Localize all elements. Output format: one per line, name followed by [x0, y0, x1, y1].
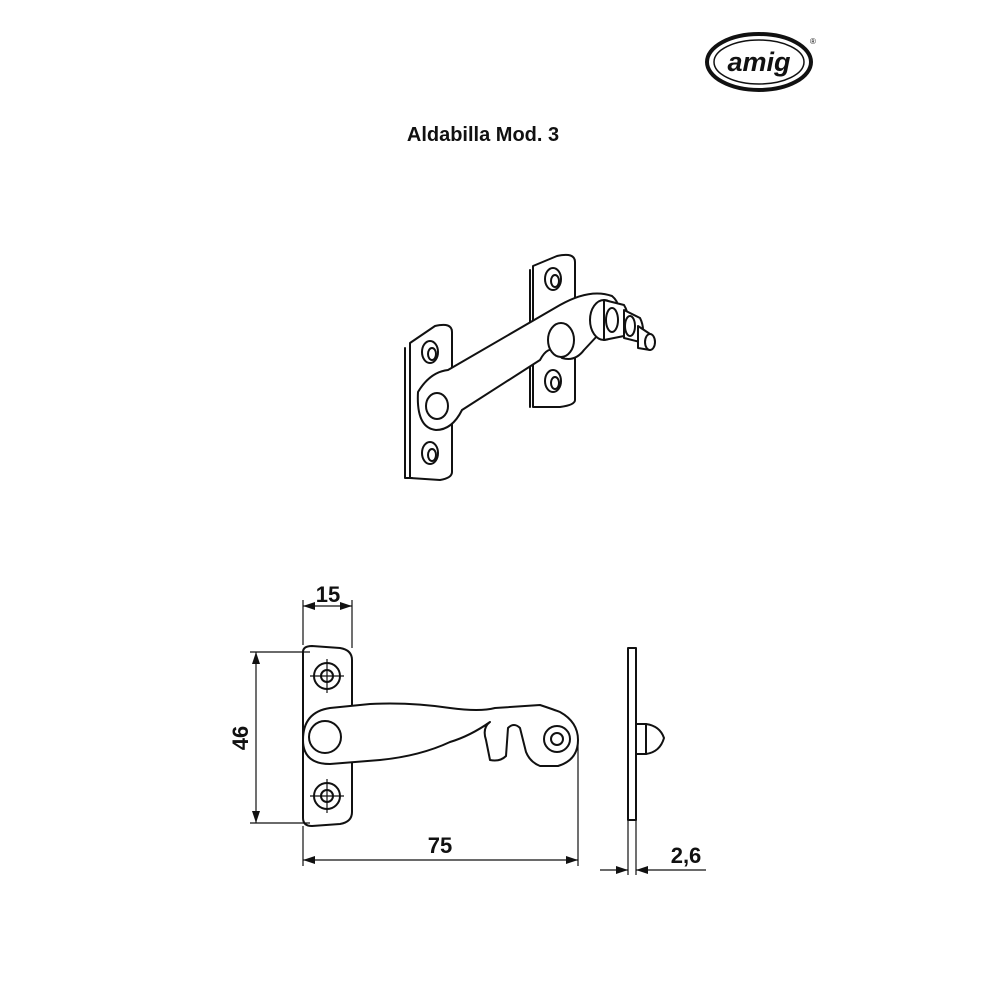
right-plate-hole-top [544, 267, 562, 291]
knob-pin-iso [589, 299, 656, 351]
logo-wordmark: amig [727, 47, 791, 77]
dimension-2-6: 2,6 [600, 843, 706, 874]
front-view [302, 645, 579, 827]
logo-registered-mark: ® [810, 37, 816, 46]
dimension-46: 46 [228, 651, 310, 824]
dimension-46-label: 46 [228, 726, 253, 750]
page-title: Aldabilla Mod. 3 [407, 124, 559, 146]
dimension-2-6-label: 2,6 [671, 843, 702, 868]
arm-pivot-hole [425, 392, 449, 420]
front-latch-arm [302, 702, 579, 767]
brand-logo: amig ® [705, 32, 816, 92]
dimension-15: 15 [302, 582, 353, 648]
front-arm-pivot-hole [308, 720, 342, 754]
front-arm-end-hole [543, 725, 571, 753]
side-view [627, 647, 665, 875]
side-plate [627, 647, 637, 821]
isometric-view [404, 253, 656, 481]
logo-inner-outline [713, 39, 805, 85]
left-plate-hole-bottom [421, 441, 439, 465]
dimension-75: 75 [302, 745, 579, 866]
side-knob [635, 723, 665, 755]
dimension-15-label: 15 [316, 582, 340, 607]
left-plate-hole-top [421, 340, 439, 364]
arm-hook-slot [547, 322, 575, 358]
dimension-75-label: 75 [428, 833, 452, 858]
right-plate-hole-bottom [544, 369, 562, 393]
